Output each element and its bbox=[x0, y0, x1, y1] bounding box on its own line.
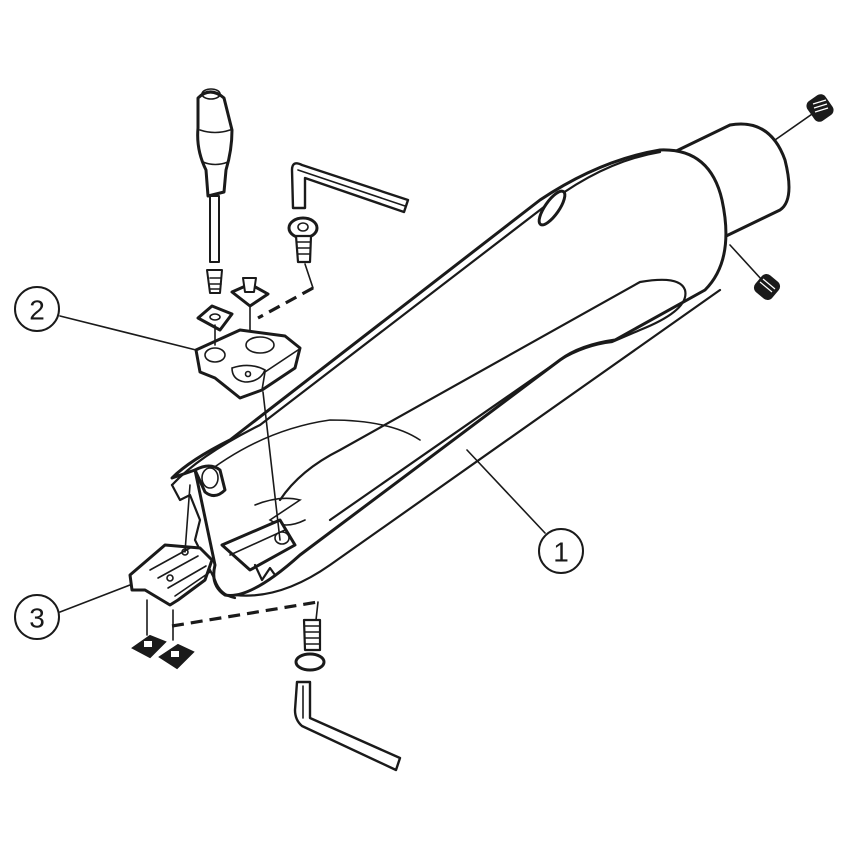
assembly-path-bottom bbox=[171, 600, 319, 628]
svg-text:2: 2 bbox=[29, 295, 45, 326]
screwdriver bbox=[196, 88, 234, 263]
hex-key-bottom bbox=[293, 680, 402, 772]
shim-bottom-right bbox=[158, 609, 195, 670]
leader-line-3 bbox=[59, 584, 131, 613]
hex-key-top bbox=[290, 162, 410, 214]
set-screw-lower-right bbox=[729, 244, 781, 301]
cassette-top bbox=[194, 305, 302, 400]
callout-1: 1 bbox=[538, 528, 584, 574]
callout-2: 2 bbox=[14, 286, 60, 332]
set-screw-upper-right bbox=[774, 94, 834, 141]
svg-text:1: 1 bbox=[553, 537, 569, 568]
shim-top-right bbox=[230, 277, 270, 308]
clamp-screw-top bbox=[287, 216, 319, 289]
callout-3: 3 bbox=[14, 594, 60, 640]
svg-text:3: 3 bbox=[29, 603, 45, 634]
shim-top-left bbox=[196, 304, 234, 332]
leader-line-2 bbox=[59, 315, 197, 351]
insert-screw-top bbox=[206, 269, 223, 294]
leader-line-1 bbox=[466, 449, 546, 534]
cassette-bottom bbox=[128, 484, 214, 607]
assembly-path-top bbox=[257, 286, 314, 320]
drill-body bbox=[170, 122, 791, 600]
shim-bottom-left bbox=[131, 599, 167, 659]
clamp-screw-bottom bbox=[294, 618, 326, 672]
guide-line-2 bbox=[262, 391, 281, 541]
